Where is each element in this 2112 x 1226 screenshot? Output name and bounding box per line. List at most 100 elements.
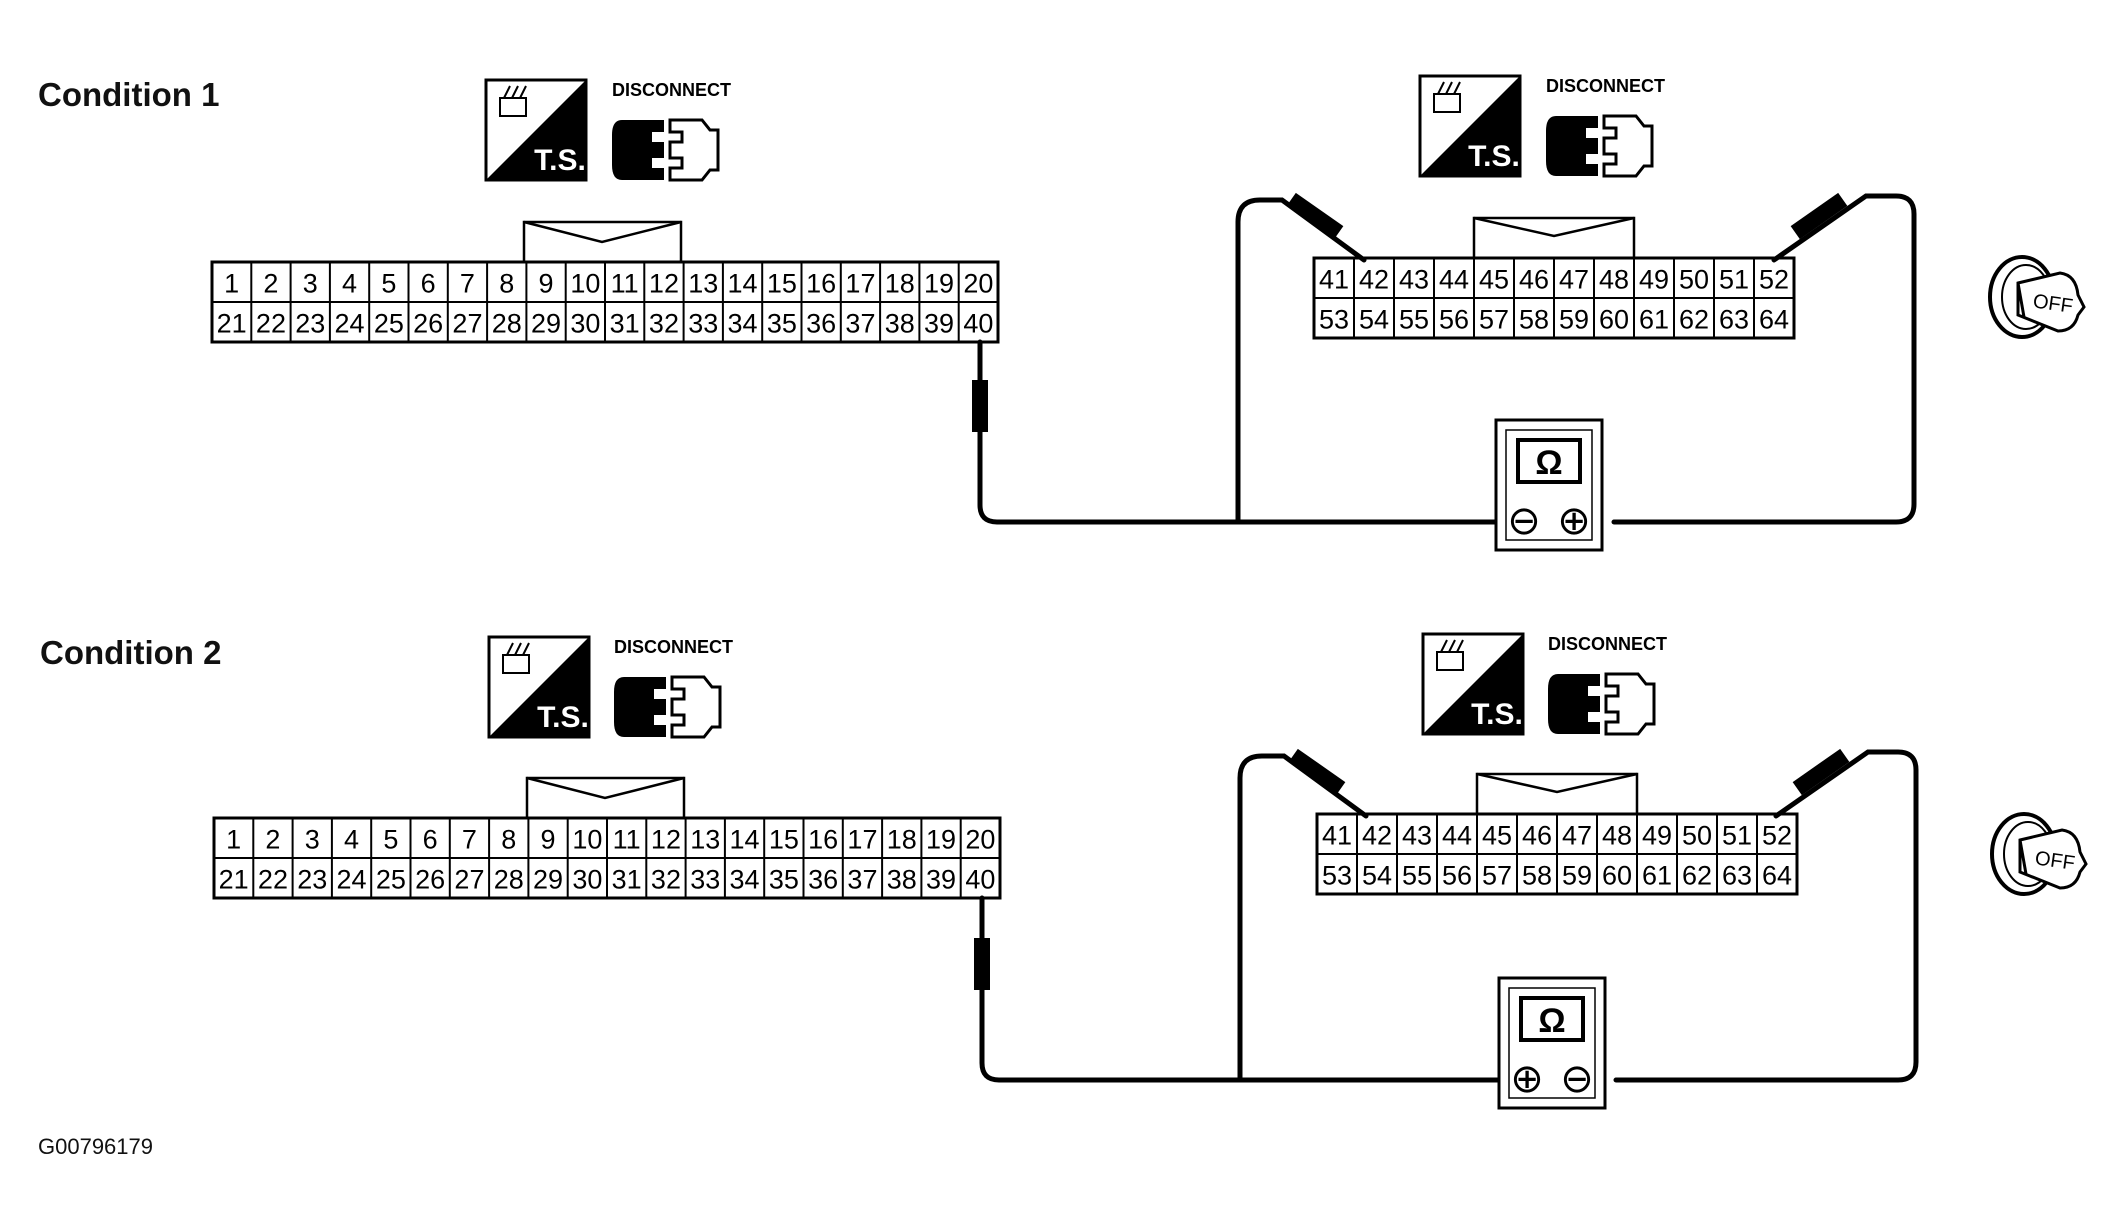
pin-label: 64 xyxy=(1759,304,1789,334)
disconnect-connector-icon: DISCONNECT xyxy=(614,637,733,739)
meter-terminal-right: ⊖ xyxy=(1560,1057,1594,1101)
pin-label: 12 xyxy=(649,268,679,298)
pin-label: 39 xyxy=(924,308,954,338)
pin-label: 42 xyxy=(1362,820,1392,850)
pin-label: 18 xyxy=(887,824,917,854)
pin-label: 57 xyxy=(1479,304,1509,334)
condition-2-title: Condition 2 xyxy=(40,634,221,671)
figure-id: G00796179 xyxy=(38,1134,153,1159)
pin-label: 41 xyxy=(1322,820,1352,850)
pin-label: 55 xyxy=(1399,304,1429,334)
probe-icon xyxy=(1792,748,1850,796)
pin-label: 40 xyxy=(965,864,995,894)
ts-label: T.S. xyxy=(1471,698,1523,731)
disconnect-label: DISCONNECT xyxy=(612,80,731,100)
pin-label: 46 xyxy=(1519,264,1549,294)
disconnect-label: DISCONNECT xyxy=(1548,634,1667,654)
pin-label: 21 xyxy=(219,864,249,894)
pin-label: 30 xyxy=(570,308,600,338)
pin-label: 8 xyxy=(499,268,514,298)
pin-label: 63 xyxy=(1722,860,1752,890)
pin-label: 22 xyxy=(258,864,288,894)
pin-label: 43 xyxy=(1399,264,1429,294)
pin-label: 1 xyxy=(226,824,241,854)
condition-1-title: Condition 1 xyxy=(38,76,219,113)
pin-label: 28 xyxy=(492,308,522,338)
pin-label: 35 xyxy=(767,308,797,338)
pin-label: 57 xyxy=(1482,860,1512,890)
pin-label: 13 xyxy=(688,268,718,298)
pin-label: 38 xyxy=(885,308,915,338)
pin-label: 29 xyxy=(533,864,563,894)
pin-label: 5 xyxy=(383,824,398,854)
pin-label: 25 xyxy=(376,864,406,894)
meter-terminal-left: ⊖ xyxy=(1507,499,1541,543)
pin-label: 26 xyxy=(413,308,443,338)
disconnect-label: DISCONNECT xyxy=(1546,76,1665,96)
pin-label: 41 xyxy=(1319,264,1349,294)
disconnect-connector-icon: DISCONNECT xyxy=(1546,76,1665,178)
pin-label: 27 xyxy=(452,308,482,338)
pin-label: 60 xyxy=(1599,304,1629,334)
pin-label: 4 xyxy=(344,824,359,854)
pin-label: 15 xyxy=(767,268,797,298)
pin-label: 51 xyxy=(1719,264,1749,294)
pin-label: 54 xyxy=(1359,304,1389,334)
pin-label: 45 xyxy=(1479,264,1509,294)
ts-label: T.S. xyxy=(534,144,586,177)
pin-label: 14 xyxy=(728,268,758,298)
pin-label: 10 xyxy=(572,824,602,854)
connector-ts-icon: T.S. xyxy=(484,78,588,182)
ohmmeter-icon: Ω ⊕ ⊖ xyxy=(1497,976,1607,1110)
pin-label: 36 xyxy=(806,308,836,338)
pin-label: 29 xyxy=(531,308,561,338)
probe-icon xyxy=(1288,748,1346,796)
pin-label: 62 xyxy=(1679,304,1709,334)
meter-symbol: Ω xyxy=(1535,444,1562,482)
meter-symbol: Ω xyxy=(1538,1002,1565,1040)
pin-label: 47 xyxy=(1562,820,1592,850)
connector-ts-icon: T.S. xyxy=(1421,632,1525,736)
pin-label: 15 xyxy=(769,824,799,854)
condition-1: Condition 1 T.S. DISCONNECT xyxy=(38,74,2086,552)
pin-label: 6 xyxy=(421,268,436,298)
probe-icon xyxy=(972,380,988,432)
pin-label: 40 xyxy=(963,308,993,338)
condition-2: Condition 2 T.S. DISCONNECT xyxy=(40,632,2088,1110)
pin-label: 44 xyxy=(1439,264,1469,294)
pin-label: 16 xyxy=(806,268,836,298)
pin-label: 53 xyxy=(1322,860,1352,890)
test-leads xyxy=(979,749,1919,1083)
pin-label: 58 xyxy=(1519,304,1549,334)
pin-label: 60 xyxy=(1602,860,1632,890)
pin-label: 38 xyxy=(887,864,917,894)
pin-label: 43 xyxy=(1402,820,1432,850)
pin-label: 21 xyxy=(217,308,247,338)
pin-label: 12 xyxy=(651,824,681,854)
pin-label: 50 xyxy=(1682,820,1712,850)
pin-label: 33 xyxy=(688,308,718,338)
pin-label: 49 xyxy=(1642,820,1672,850)
pin-label: 37 xyxy=(847,864,877,894)
probe-icon xyxy=(1790,192,1848,240)
pin-label: 11 xyxy=(613,824,641,854)
pin-label: 5 xyxy=(381,268,396,298)
pin-label: 16 xyxy=(808,824,838,854)
pin-label: 23 xyxy=(297,864,327,894)
pin-label: 3 xyxy=(303,268,318,298)
pin-label: 2 xyxy=(263,268,278,298)
pin-label: 19 xyxy=(926,824,956,854)
pin-label: 31 xyxy=(612,864,642,894)
pin-label: 25 xyxy=(374,308,404,338)
pin-label: 20 xyxy=(963,268,993,298)
meter-terminal-right: ⊕ xyxy=(1557,499,1591,543)
pin-label: 28 xyxy=(494,864,524,894)
pin-label: 20 xyxy=(965,824,995,854)
ignition-key-off-icon: OFF xyxy=(1988,255,2086,339)
pin-label: 59 xyxy=(1562,860,1592,890)
